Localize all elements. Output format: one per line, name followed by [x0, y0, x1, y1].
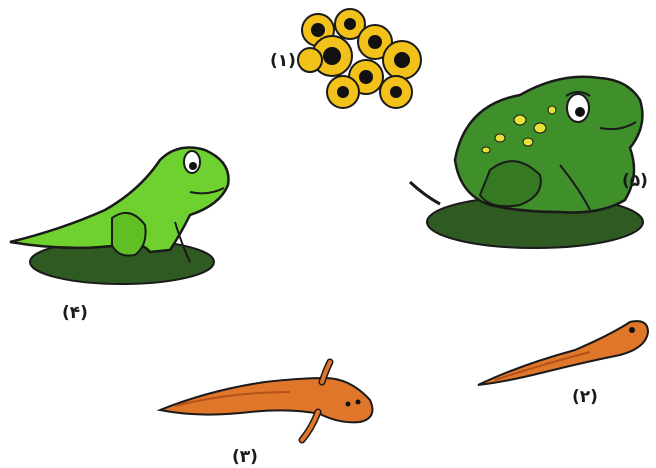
tadpole: [478, 321, 648, 385]
eggs-cluster: [298, 9, 421, 108]
stage-label-eggs: (۱): [270, 51, 296, 71]
stage-label-tadpole: (۲): [572, 387, 598, 407]
tadpole-with-legs: [160, 362, 372, 440]
froglet: [10, 148, 229, 284]
stage-label-froglet: (۴): [62, 303, 88, 323]
stage-label-adult-frog: (۵): [622, 171, 648, 191]
stage-label-tadpole-with-legs: (۳): [232, 447, 258, 467]
adult-frog: [410, 77, 643, 248]
